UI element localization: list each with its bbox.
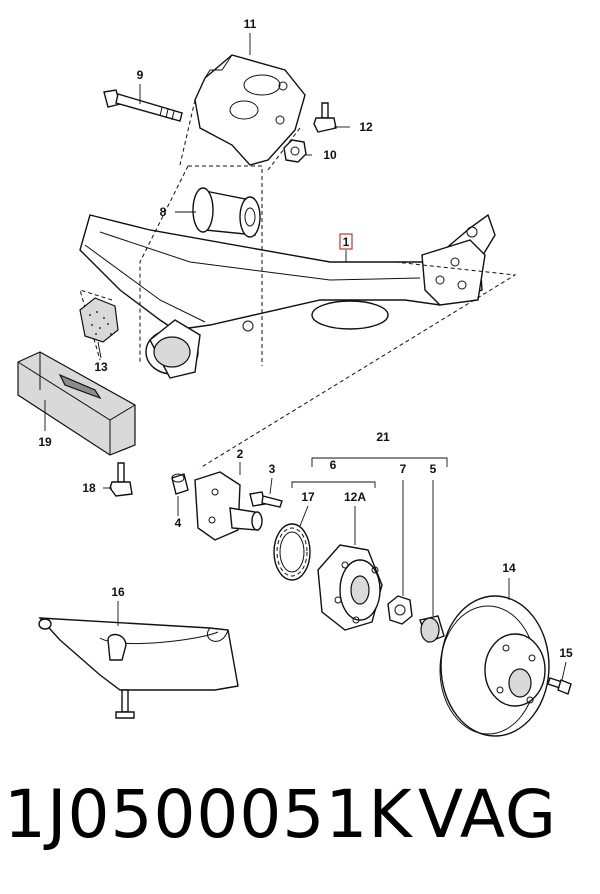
callout-4: 4	[175, 516, 182, 530]
part-number: 1J0500051K	[4, 776, 413, 853]
rear-axle-beam	[79, 213, 496, 379]
callout-8: 8	[160, 205, 167, 219]
callout-2: 2	[237, 447, 244, 461]
cap-4	[171, 473, 189, 495]
callout-13: 13	[94, 360, 108, 374]
callout-1: 1	[343, 235, 350, 249]
callout-9: 9	[137, 68, 144, 82]
bolt-18	[109, 462, 133, 497]
brake-disc-14	[439, 595, 550, 737]
callout-11: 11	[244, 17, 257, 31]
callout-12a: 12A	[344, 490, 366, 504]
callout-21: 21	[376, 430, 390, 444]
bolt-9	[103, 89, 183, 122]
rubber-pad-13	[79, 297, 119, 343]
exploded-parts-diagram: 11 9 12 10 8 1 13 19 18 2 3 4 21 6 7 5 1…	[17, 17, 573, 737]
highlight-box	[339, 233, 353, 250]
bushing-8	[192, 187, 261, 238]
bolt-3	[249, 491, 283, 508]
callout-5: 5	[430, 462, 437, 476]
wheel-hub-12a	[317, 544, 383, 631]
nut-10	[283, 139, 307, 163]
callout-12: 12	[359, 120, 373, 134]
callout-10: 10	[323, 148, 337, 162]
callout-3: 3	[269, 462, 276, 476]
callout-15: 15	[559, 646, 573, 660]
brand-label: VAG	[418, 776, 558, 853]
callout-19: 19	[38, 435, 52, 449]
bump-block-19	[17, 351, 136, 456]
axle-mount-bracket	[194, 54, 306, 166]
screw-15	[547, 677, 572, 695]
hub-nut-7	[387, 595, 413, 625]
callout-17: 17	[301, 490, 315, 504]
callout-7: 7	[400, 462, 407, 476]
grease-cap-5	[419, 615, 445, 643]
callout-14: 14	[502, 561, 516, 575]
bolt-12	[313, 102, 337, 133]
callout-18: 18	[82, 481, 96, 495]
abs-tone-ring-17	[273, 523, 311, 581]
heat-shield-16	[38, 617, 239, 719]
callout-16: 16	[111, 585, 125, 599]
stub-axle-2	[194, 471, 263, 541]
callout-6: 6	[330, 458, 337, 472]
